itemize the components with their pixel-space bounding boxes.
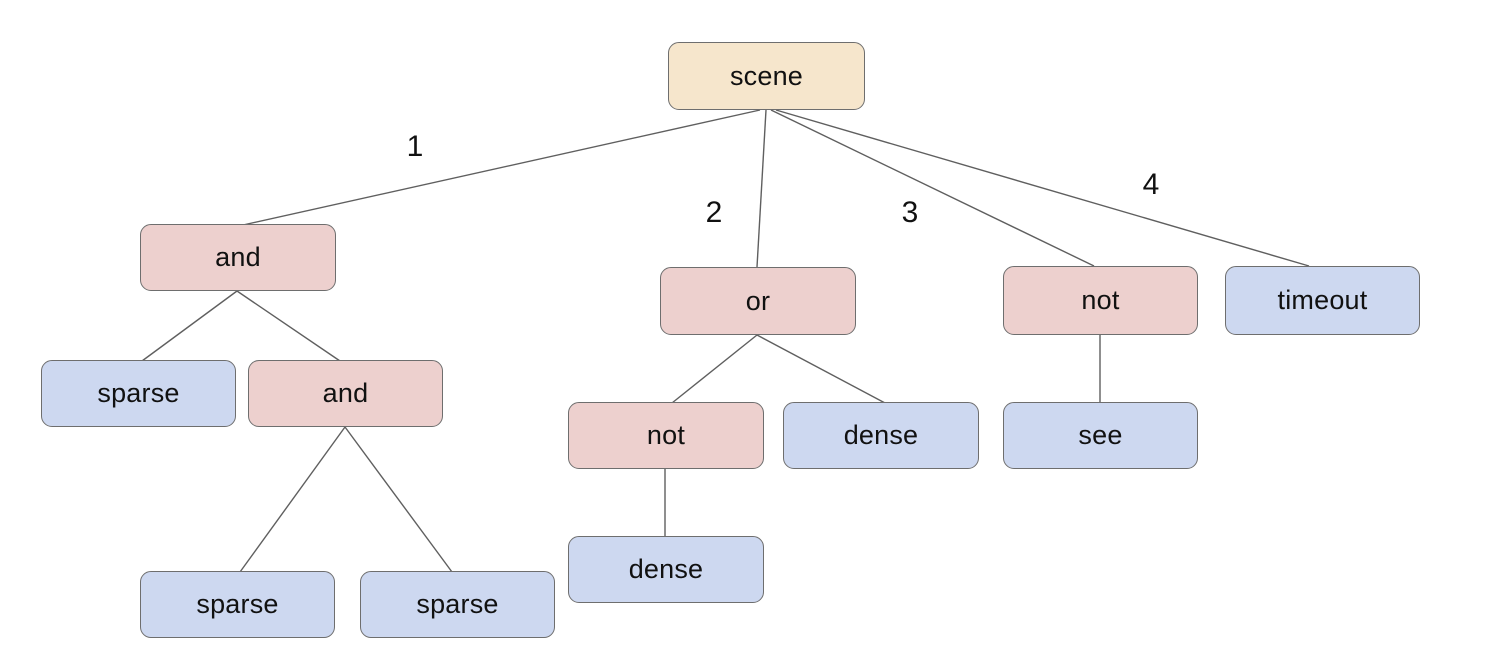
edge-scene-timeout <box>775 109 1310 267</box>
edge-label-2: 2 <box>705 196 723 229</box>
node-label: sparse <box>416 589 499 619</box>
node-label: sparse <box>196 589 279 619</box>
edge-scene-not2 <box>770 109 1095 267</box>
edge-label-4: 4 <box>1142 168 1160 201</box>
edge-label-1: 1 <box>406 130 424 163</box>
node-label: timeout <box>1277 285 1368 315</box>
node-see: see <box>1003 402 1198 469</box>
node-and-2: and <box>248 360 443 427</box>
node-label: not <box>1081 285 1120 315</box>
node-not-2: not <box>1003 266 1198 335</box>
edge-and2-sparse3 <box>344 426 453 573</box>
node-label: dense <box>843 420 919 450</box>
edge-or-not1 <box>671 334 758 404</box>
edge-and2-sparse2 <box>239 426 346 573</box>
node-label: or <box>745 285 771 316</box>
node-sparse-1: sparse <box>41 360 236 427</box>
edge-scene-and1 <box>242 109 761 226</box>
node-dense-2: dense <box>783 402 979 469</box>
node-scene: scene <box>668 42 865 110</box>
edge-or-dense2 <box>756 334 886 404</box>
node-not-1: not <box>568 402 764 469</box>
node-label: and <box>322 378 369 408</box>
node-or: or <box>660 267 856 335</box>
node-label: not <box>646 420 686 450</box>
node-sparse-2: sparse <box>140 571 335 638</box>
node-label: sparse <box>97 378 180 408</box>
node-label: dense <box>628 554 704 584</box>
node-and-1: and <box>140 224 336 291</box>
node-sparse-3: sparse <box>360 571 555 638</box>
node-label: see <box>1078 420 1123 450</box>
edge-scene-or <box>756 109 767 268</box>
node-label: scene <box>729 60 804 91</box>
node-dense-1: dense <box>568 536 764 603</box>
edge-and1-and2 <box>236 290 341 362</box>
edge-and1-sparse1 <box>141 290 238 362</box>
edge-label-3: 3 <box>901 196 919 229</box>
node-timeout: timeout <box>1225 266 1420 335</box>
node-label: and <box>215 242 261 272</box>
